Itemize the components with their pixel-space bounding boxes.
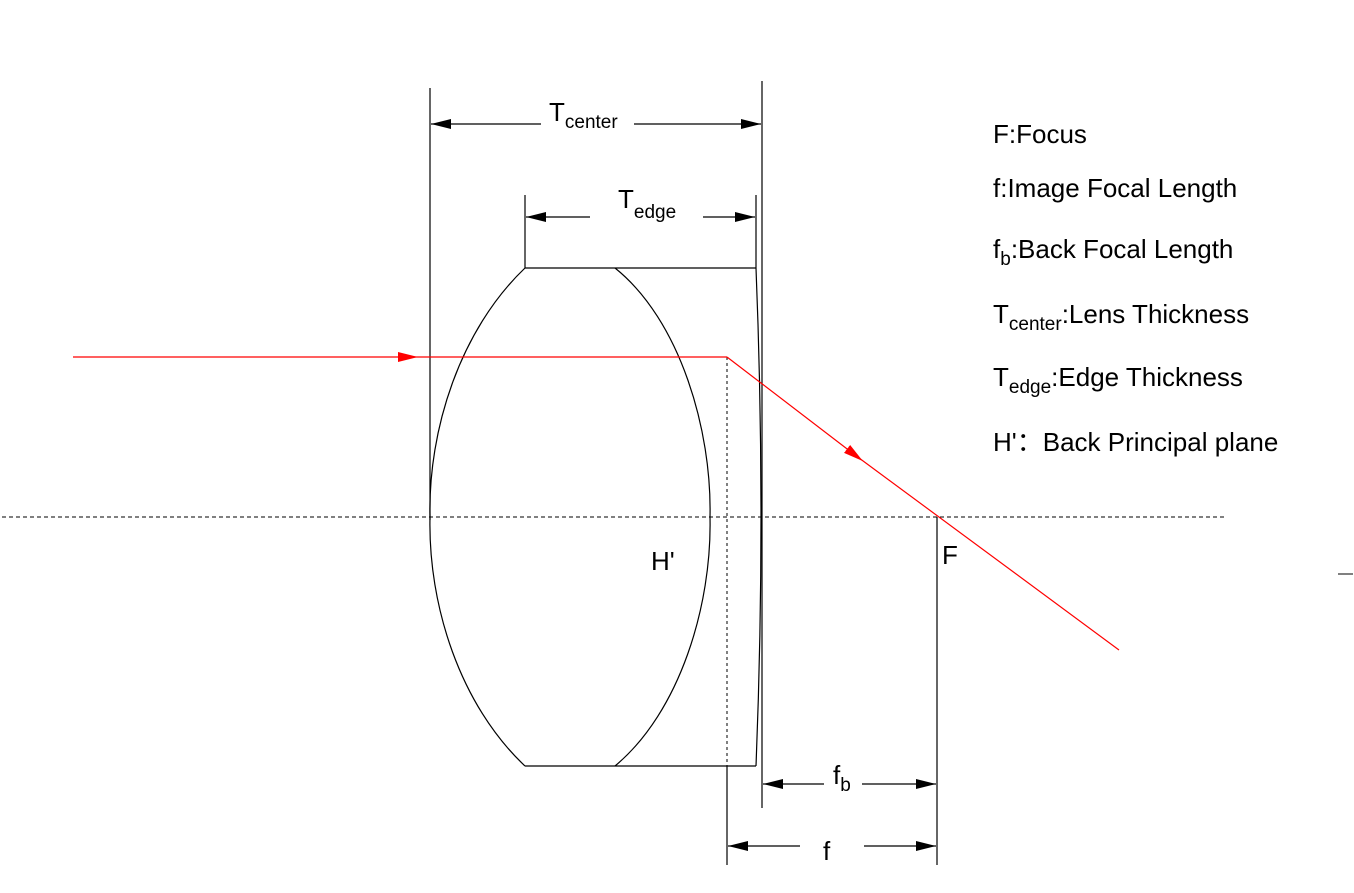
light-ray — [73, 352, 1120, 651]
fb-label: fb — [833, 760, 851, 796]
legend-item-lens-thickness: Tcenter:Lens Thickness — [993, 299, 1249, 335]
h-prime-label: H' — [651, 546, 675, 576]
legend-item-image-focal-length: f:Image Focal Length — [993, 173, 1237, 203]
lens-inner-arc — [614, 267, 711, 767]
refracted-ray — [854, 454, 1120, 651]
lens-back-surface — [755, 267, 762, 767]
legend-item-edge-thickness: Tedge:Edge Thickness — [993, 362, 1243, 398]
t-edge-label: Tedge — [618, 184, 676, 223]
legend-item-back-focal-length: fb:Back Focal Length — [993, 234, 1233, 270]
t-center-label: Tcenter — [549, 97, 618, 133]
focus-label: F — [942, 540, 958, 570]
legend: F:Focus f:Image Focal Length fb:Back Foc… — [993, 119, 1278, 457]
f-label: f — [823, 836, 831, 866]
extension-lines — [429, 81, 938, 865]
legend-item-back-principal-plane: H'：Back Principal plane — [993, 427, 1278, 457]
refracted-ray-segment — [726, 356, 863, 462]
legend-item-focus: F:Focus — [993, 119, 1087, 149]
